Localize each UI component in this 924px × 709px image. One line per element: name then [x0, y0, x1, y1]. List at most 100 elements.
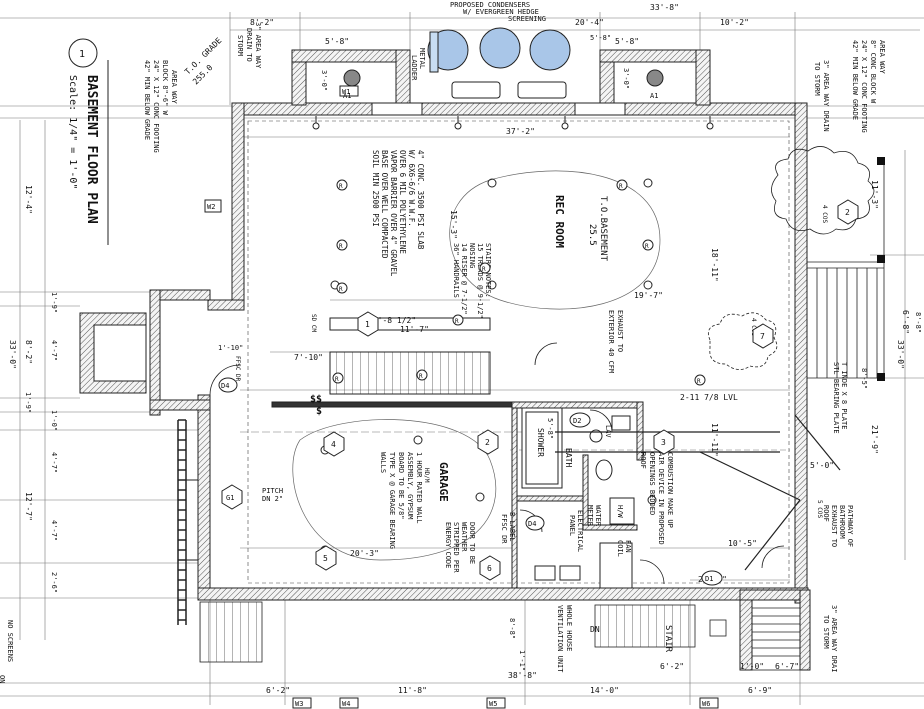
r-10: R [697, 378, 701, 385]
hex-2: 2 [485, 438, 490, 447]
dim-int-1: 37'-2" [506, 127, 535, 136]
dim-int-2: 18'-11" [710, 248, 719, 282]
combustion-3: OPENINGS BEDDED [648, 452, 656, 515]
dim-bottom-4: 6'-9" [748, 686, 772, 695]
no-screens-1: NO SCREENS [6, 620, 14, 662]
hdm-label: HD/M [423, 468, 430, 483]
window-well-bars [177, 419, 187, 625]
hex-3: 3 [661, 438, 666, 447]
tag-a1: A1 [343, 92, 351, 100]
condensers-line2: W/ EVERGREEN HEDGE [463, 8, 539, 16]
dim-left-7: 4'-7" [50, 452, 58, 473]
hex-7: 7 [760, 332, 765, 341]
r-5: R [645, 243, 649, 250]
tag-w6: W6 [702, 700, 710, 708]
stairs-note-3: NOSING [468, 243, 476, 268]
area-way-right-3: 24" X 12" CONC FOOTING [860, 40, 868, 133]
garage-rating-2: ASSEMBLY, GYPSUM [406, 452, 414, 519]
slab-note-3: OVER 6 MIL POLYETHYLENE [398, 150, 407, 254]
slab-note-1: 4" CONC. 3500 PSI SLAB [416, 150, 425, 250]
dim-bottom-7: 8'-8" [508, 618, 516, 639]
dim-int-8: 7'-10" [294, 353, 323, 362]
hex-5: 5 [323, 554, 328, 563]
r-8: R [335, 376, 339, 383]
condensers-line3: SCREENING [508, 15, 546, 23]
area-way-left-2: BLOCK 8"-6" W [161, 60, 169, 116]
dollar-double: $$ [310, 394, 322, 405]
dn-label: DN [590, 625, 600, 634]
exhaust-1: EXHAUST TO [616, 310, 624, 352]
lav-label: LAV [604, 425, 612, 438]
posts [877, 157, 885, 381]
tinde-1: T INDE X 8 PLATE [840, 362, 848, 429]
ffsc-mid: FFSC DR [234, 356, 241, 382]
garage-rating-4: TYPE X @ GARAGE BEARING [388, 452, 396, 549]
plan-scale: Scale: 1/4" = 1'-0" [67, 75, 78, 189]
dim-left-10: 2'-6" [50, 572, 58, 593]
dim-int-17: 5'-8" [590, 34, 611, 42]
dim-int-6: 10'-8 1/2" [368, 316, 416, 325]
slab-note-2: W/ 6X6-6/6 W.W.F. [407, 150, 416, 227]
combustion-4: ROOF [639, 452, 647, 469]
dim-bottom-3: 14'-0" [590, 686, 619, 695]
r-6: R [455, 318, 459, 325]
room-shower: SHOWER [536, 428, 545, 457]
hex-4: 4 [331, 440, 336, 449]
area-drain-1: 3" AREA WAY [254, 22, 262, 69]
room-garage: GARAGE [437, 462, 450, 502]
title-number: 1 [79, 49, 85, 60]
area-way-right-2: 8" CONC BLOCK W [869, 40, 877, 104]
no-screens-2: ON [0, 675, 6, 683]
dim-int-19: 1'-0" [740, 662, 764, 671]
window-tags: W1 W2 W3 W4 W5 W6 [204, 85, 719, 709]
dim-top-3: 5'-8" [325, 37, 349, 46]
hex-6: 6 [487, 564, 492, 573]
hw-label: H/W [616, 505, 624, 518]
pitch-1: PITCH [262, 487, 283, 495]
pitch-2: DN 2" [262, 495, 283, 503]
dim-int-23: 6'-8" [901, 310, 910, 334]
dim-left-5: 1'-9" [24, 392, 32, 413]
to-basement: T.O.BASEMENT [598, 196, 608, 262]
condenser-hedge-screening [427, 27, 571, 99]
r-7: R [419, 373, 423, 380]
area-drain-left [343, 69, 664, 87]
fan-coil-1: FAN [624, 540, 632, 553]
electrical-1: ELECTRICAL [576, 510, 584, 552]
dim-int-16: 1'-10" [218, 344, 243, 352]
dim-top-4: 20'-4" [575, 18, 604, 27]
dim-int-10: 10'-5" [728, 539, 757, 548]
dim-int-3: 19'-7" [634, 291, 663, 300]
dim-bottom-6: 1'-1" [518, 650, 526, 671]
dim-int-14: 11'-3" [870, 180, 879, 209]
aco-1: 4 COS [821, 205, 828, 223]
exterior-stairs [199, 599, 801, 671]
r-9: R [482, 266, 486, 273]
area-way-right-5: 3" AREA WAY DRAIN [822, 60, 830, 132]
room-stair: STAIR [663, 625, 673, 653]
ffsc: FFSC DR [500, 514, 508, 544]
dim-left-4: 4'-7" [50, 340, 58, 361]
garage-rating-5: WALLS [379, 452, 387, 473]
electrical-2: PANEL [568, 515, 576, 536]
to-basement-elev: 25.5 [587, 224, 597, 246]
dim-bottom-2: 11'-8" [398, 686, 427, 695]
door-note-3: STRIPPED PER [452, 522, 460, 573]
area-way-right-1: AREA WAY [878, 40, 886, 75]
door-tag-4: D1 [705, 575, 713, 583]
hexagon-tags [221, 199, 859, 581]
r-1: R [339, 183, 343, 190]
dim-bottom-5: 38'-8" [508, 671, 537, 680]
stairs-note-2: 15 TREADS @ 9-1/2" [476, 243, 484, 319]
lighting-outlines [292, 170, 661, 561]
dim-left-1: 12'-4" [24, 185, 33, 214]
dim-left-8: 12'-7" [24, 492, 33, 521]
door-tag-2: D2 [573, 417, 581, 425]
dim-left-9: 4'-7" [50, 520, 58, 541]
garage-rating-3: BOARD TO BE 5/8" [397, 452, 405, 519]
area-way-left-3: 24" X 12" CONC FOOTING [152, 60, 160, 153]
area-drain-3: STORM [236, 35, 244, 56]
water-1: WATER [594, 505, 602, 527]
dim-int-20: 6'-7" [775, 662, 799, 671]
